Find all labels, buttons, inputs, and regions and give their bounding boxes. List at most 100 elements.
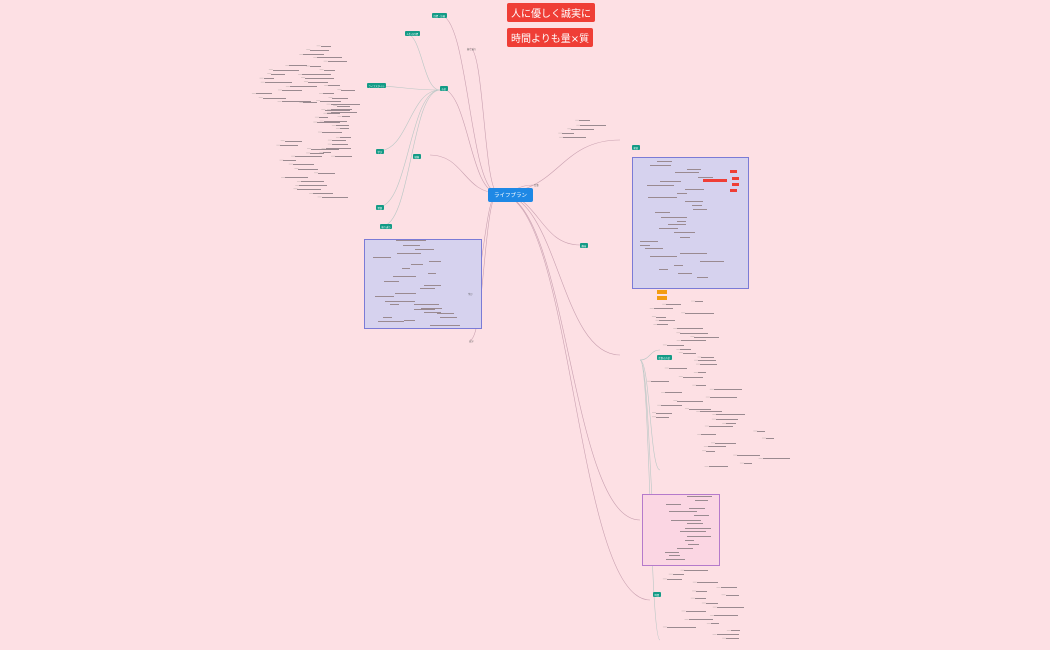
leaf-line: [708, 426, 734, 428]
leaf-line: [395, 293, 416, 295]
banner-quantity-quality[interactable]: 時間よりも量×質: [507, 28, 594, 47]
leaf-line: [339, 137, 352, 139]
leaf-line: [684, 570, 708, 572]
leaf-line: [385, 300, 405, 302]
leaf-line: [335, 125, 349, 127]
leaf-line: [323, 152, 332, 154]
leaf-line: [680, 340, 706, 342]
leaf-line: [687, 495, 713, 497]
node-teal-2[interactable]: 人生の目標: [405, 31, 420, 37]
leaf-line: [676, 547, 694, 549]
leaf-line: [666, 578, 683, 580]
leaf-line: [332, 97, 349, 99]
leaf-line: [668, 511, 698, 513]
leaf-line: [667, 224, 687, 226]
node-teal-5[interactable]: 学び: [376, 149, 384, 155]
leaf-line: [666, 559, 685, 561]
node-teal-10[interactable]: 趣味: [580, 243, 588, 249]
branch-plan[interactable]: 学び: [468, 293, 473, 296]
leaf-line: [680, 349, 691, 351]
leaf-line: [317, 57, 343, 59]
leaf-line: [339, 128, 349, 130]
leaf-line: [714, 615, 738, 617]
leaf-line: [403, 320, 415, 322]
branch-summary[interactable]: 振り返り: [467, 48, 477, 51]
leaf-line: [320, 45, 332, 47]
branch-self[interactable]: 自分: [469, 340, 474, 343]
node-teal-3[interactable]: お金: [440, 86, 448, 92]
node-teal-4[interactable]: ライフスタイル: [367, 83, 387, 89]
leaf-line: [330, 104, 361, 106]
node-red-3[interactable]: [732, 177, 739, 180]
leaf-line: [698, 360, 717, 362]
node-red-5[interactable]: [730, 189, 737, 192]
leaf-line: [303, 102, 317, 104]
leaf-line: [651, 381, 669, 383]
leaf-line: [684, 188, 705, 190]
leaf-line: [666, 304, 682, 306]
leaf-line: [437, 313, 454, 315]
leaf-line: [310, 49, 330, 51]
node-teal-12[interactable]: 時間: [653, 592, 661, 598]
node-teal-6[interactable]: 健康: [413, 154, 421, 160]
leaf-line: [710, 623, 719, 625]
leaf-line: [713, 389, 743, 391]
leaf-line: [281, 101, 311, 103]
node-red-2[interactable]: [730, 170, 737, 173]
leaf-line: [415, 249, 435, 251]
leaf-line: [707, 446, 727, 448]
node-red-1[interactable]: [703, 179, 727, 182]
leaf-line: [389, 304, 400, 306]
leaf-line: [563, 137, 586, 139]
leaf-line: [765, 438, 775, 440]
leaf-line: [715, 419, 738, 421]
leaf-line: [677, 328, 704, 330]
node-teal-7[interactable]: 習慣: [376, 205, 384, 211]
leaf-line: [373, 256, 392, 258]
leaf-line: [330, 109, 352, 111]
leaf-line: [419, 288, 436, 290]
leaf-line: [321, 196, 348, 198]
leaf-line: [668, 368, 687, 369]
leaf-line: [317, 122, 340, 124]
leaf-line: [671, 520, 701, 522]
leaf-line: [640, 244, 651, 246]
leaf-line: [323, 69, 336, 71]
node-teal-9[interactable]: 家族: [632, 145, 640, 151]
leaf-line: [757, 430, 766, 432]
leaf-line: [439, 317, 457, 319]
leaf-line: [331, 112, 357, 114]
banner-kindness[interactable]: 人に優しく誠実に: [507, 3, 595, 22]
leaf-line: [396, 253, 421, 255]
leaf-line: [688, 507, 706, 509]
leaf-line: [263, 78, 275, 80]
leaf-line: [255, 93, 272, 95]
leaf-line: [676, 192, 687, 194]
leaf-line: [571, 128, 595, 130]
leaf-line: [672, 574, 685, 576]
leaf-line: [322, 93, 335, 95]
node-teal-1[interactable]: 目標・計画: [432, 13, 447, 19]
leaf-line: [720, 587, 738, 589]
leaf-line: [659, 320, 675, 322]
leaf-line: [302, 74, 332, 76]
group-boundary-right: [632, 157, 749, 289]
leaf-line: [694, 515, 710, 516]
leaf-line: [688, 544, 699, 546]
node-orange-1[interactable]: [657, 290, 668, 294]
leaf-line: [694, 336, 719, 338]
node-teal-8[interactable]: 振り返り: [380, 224, 393, 230]
leaf-line: [716, 634, 740, 636]
leaf-line: [401, 268, 411, 270]
leaf-line: [680, 253, 708, 255]
branch-work[interactable]: 仕事: [534, 184, 539, 187]
leaf-line: [685, 201, 704, 203]
root-node[interactable]: ライフプラン: [488, 188, 534, 202]
node-orange-2[interactable]: [657, 296, 667, 300]
node-red-4[interactable]: [732, 183, 739, 186]
leaf-line: [283, 160, 296, 162]
node-teal-11[interactable]: 仕事の方針: [657, 355, 672, 361]
leaf-line: [298, 168, 319, 170]
